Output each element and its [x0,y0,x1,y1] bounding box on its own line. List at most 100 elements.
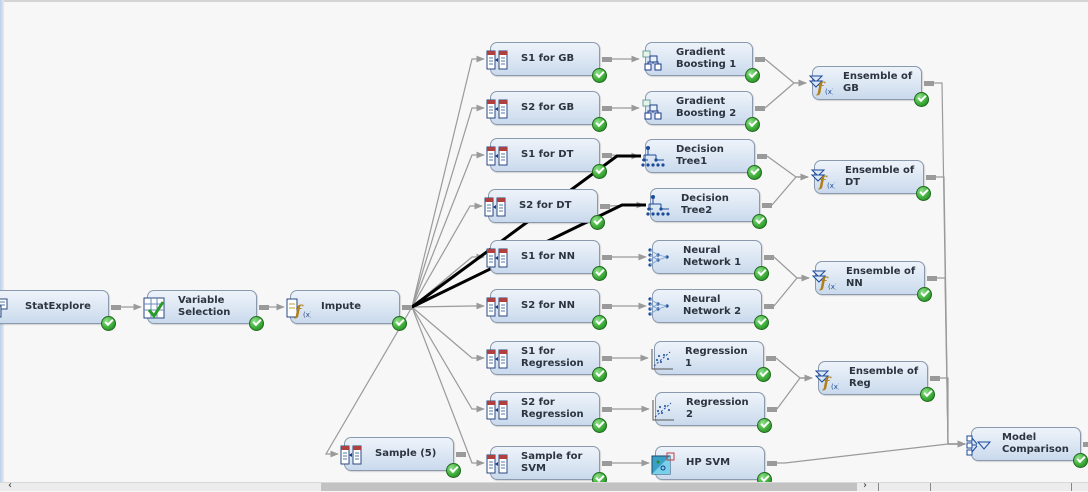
node-impute[interactable]: f(x) Impute [286,290,412,331]
output-port[interactable] [402,305,412,310]
output-port[interactable] [764,304,774,309]
output-port[interactable] [111,305,121,310]
sample-icon [485,144,511,168]
node-label: Ensemble of GB [843,70,913,95]
node-label: S2 for GB [521,101,575,113]
output-port[interactable] [602,461,612,466]
output-port[interactable] [927,276,937,281]
node-s1dt[interactable]: S1 for DT [486,138,612,179]
node-label: S1 for GB [521,52,575,64]
output-port[interactable] [602,407,612,412]
node-s2reg[interactable]: S2 for Regression [486,392,612,433]
node-statexplore[interactable]: StatExplore [0,290,121,331]
neural-network-icon [647,295,673,319]
node-label: Regression 2 [686,396,749,421]
node-dt1[interactable]: Decision Tree1 [641,139,767,180]
node-nn2[interactable]: Neural Network 2 [648,289,774,330]
node-gb1[interactable]: Gradient Boosting 1 [642,42,765,83]
node-svmsample[interactable]: Sample for SVM [486,446,612,487]
output-port[interactable] [1083,442,1088,447]
status-completed-icon [914,92,929,107]
svg-text:f: f [816,79,826,96]
node-ensdt[interactable]: f(x)Ensemble of DT [810,160,936,201]
node-modelcomp[interactable]: Model Comparison [966,427,1088,468]
ensemble-icon: f(x) [810,267,838,292]
node-s1gb[interactable]: S1 for GB [486,42,612,83]
output-port[interactable] [757,154,767,159]
status-completed-icon [249,316,264,331]
svg-text:(x): (x) [303,311,311,319]
node-reg1[interactable]: Regression 1 [651,341,776,382]
output-port[interactable] [259,305,269,310]
node-varsel[interactable]: Variable Selection [143,290,269,331]
output-port[interactable] [764,255,774,260]
node-s2dt[interactable]: S2 for DT [484,189,610,230]
svg-text:(x): (x) [828,283,836,291]
node-s2gb[interactable]: S2 for GB [486,91,612,132]
node-sample5[interactable]: Sample (5) [340,437,466,478]
output-port[interactable] [924,81,934,86]
node-ensreg[interactable]: f(x) Ensemble of Reg [814,361,940,402]
node-label: S1 for DT [521,148,574,160]
svg-text:f: f [822,374,832,391]
node-reg2[interactable]: Regression 2 [652,392,777,433]
status-completed-icon [392,316,407,331]
gradient-boosting-icon [640,48,666,72]
node-ensgb[interactable]: f(x)Ensemble of GB [808,66,934,107]
scroll-left-arrow[interactable]: ‹ [8,480,12,491]
output-port[interactable] [600,204,610,209]
node-s1reg[interactable]: S1 for Regression [486,341,612,382]
node-label: Model Comparison [1002,431,1069,456]
scrollbar-thumb[interactable] [321,483,857,491]
output-port[interactable] [602,106,612,111]
node-label: Decision Tree1 [676,143,724,168]
output-port[interactable] [767,407,777,412]
output-port[interactable] [755,106,765,111]
output-port[interactable] [767,461,777,466]
sample-icon [339,443,365,467]
statexplore-icon [0,296,15,320]
status-divider [878,483,879,491]
node-label: Impute [321,300,361,312]
svg-text:(x): (x) [831,383,839,391]
node-label: Sample (5) [375,447,437,459]
status-completed-icon [592,68,607,83]
output-port[interactable] [755,57,765,62]
node-nn1[interactable]: Neural Network 1 [648,240,774,281]
output-port[interactable] [926,175,936,180]
node-label: Neural Network 2 [683,293,742,318]
node-dt2[interactable]: Decision Tree2 [646,188,772,229]
horizontal-scrollbar[interactable]: ‹ › [0,480,1088,491]
node-hpsvm[interactable]: HP SVM [651,446,777,487]
node-gb2[interactable]: Gradient Boosting 2 [642,91,765,132]
output-port[interactable] [602,57,612,62]
output-port[interactable] [602,255,612,260]
node-label: Ensemble of NN [846,265,916,290]
output-port[interactable] [456,452,466,457]
output-port[interactable] [602,153,612,158]
output-port[interactable] [762,203,772,208]
output-port[interactable] [766,356,776,361]
output-port[interactable] [602,304,612,309]
node-label: Regression 1 [685,345,748,370]
scroll-right-arrow[interactable]: › [863,480,867,491]
sample-icon [485,398,511,422]
decision-tree-icon [640,145,666,169]
status-completed-icon [592,315,607,330]
output-port[interactable] [602,356,612,361]
node-label: Ensemble of Reg [849,365,919,390]
status-completed-icon [446,463,461,478]
node-s2nn[interactable]: S2 for NN [486,289,612,330]
node-label: Gradient Boosting 1 [676,46,737,71]
node-label: Sample for SVM [521,450,583,475]
node-ensnn[interactable]: f(x) Ensemble of NN [811,261,937,302]
sample-icon [485,48,511,72]
output-port[interactable] [930,376,940,381]
sample-icon [485,246,511,270]
status-completed-icon [592,266,607,281]
node-s1nn[interactable]: S1 for NN [486,240,612,281]
status-completed-icon [592,117,607,132]
svg-text:f: f [294,302,304,320]
status-completed-icon [916,186,931,201]
status-divider [1071,483,1072,491]
